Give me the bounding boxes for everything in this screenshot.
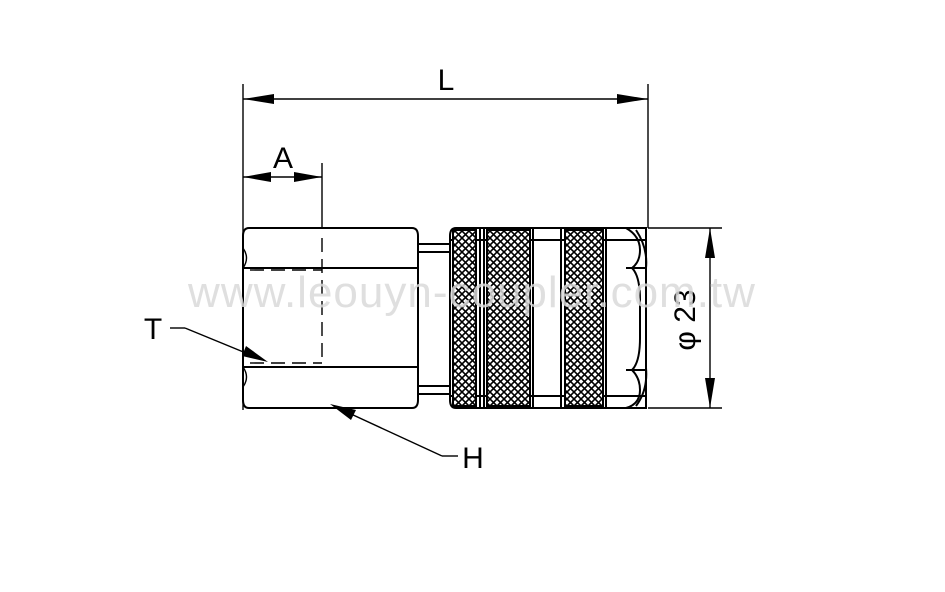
label-h: H — [462, 442, 484, 475]
coupler-body — [242, 227, 648, 409]
knurl-band-2 — [486, 229, 531, 407]
leader-h: H — [330, 404, 484, 475]
watermark-text: www.leouyn-coupler.com.tw — [187, 268, 756, 317]
dimension-a-label: A — [273, 142, 293, 175]
label-t: T — [144, 313, 162, 346]
leader-t: T — [144, 313, 268, 362]
knurl-band-3 — [564, 229, 604, 407]
dimension-l-label: L — [438, 64, 455, 97]
dimension-a: A — [243, 142, 323, 228]
knurl-band-1 — [452, 229, 477, 407]
diameter-label: φ 23 — [669, 289, 702, 350]
dimension-diameter: φ 23 — [648, 227, 722, 409]
